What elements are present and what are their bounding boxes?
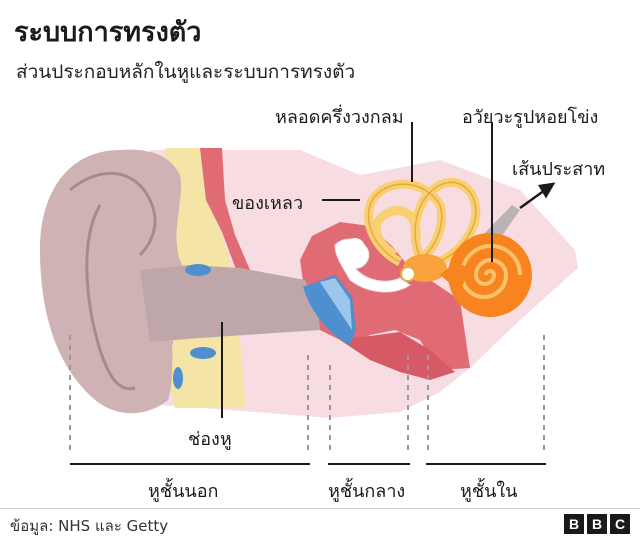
section-label-middle-ear: หูชั้นกลาง — [328, 481, 406, 502]
label-fluid: ของเหลว — [232, 193, 304, 214]
label-semicircular-canals: หลอดครึ่งวงกลม — [275, 107, 404, 128]
label-nerve: เส้นประสาท — [512, 159, 606, 180]
lower-cartilage — [172, 340, 230, 400]
section-label-inner-ear: หูชั้นใน — [460, 481, 518, 502]
gland-dot-lower — [190, 347, 216, 359]
section-dividers — [69, 335, 545, 455]
red-tissue — [200, 148, 250, 280]
bbc-logo-letter: C — [610, 514, 630, 534]
pinna-inner — [85, 204, 136, 391]
ossicle-head — [345, 238, 365, 258]
cochlea-spiral — [459, 244, 522, 299]
footer-divider — [0, 508, 640, 509]
label-ear-canal: ช่องหู — [188, 429, 232, 450]
page-subtitle: ส่วนประกอบหลักในหูและระบบการทรงตัว — [16, 61, 356, 83]
label-cochlea: อวัยวะรูปหอยโข่ง — [462, 107, 599, 128]
gland-dot-side — [173, 367, 183, 389]
nerve-arrow — [519, 182, 556, 210]
gland-dot-upper — [185, 264, 211, 276]
eardrum-highlight — [320, 278, 352, 330]
bbc-logo-letter: B — [587, 514, 607, 534]
leader-lines — [221, 122, 493, 418]
page-title: ระบบการทรงตัว — [14, 17, 202, 48]
middle-ear-lower — [340, 332, 455, 380]
bbc-logo-letter: B — [564, 514, 584, 534]
cochlea-base — [440, 262, 470, 292]
bbc-logo: B B C — [564, 514, 630, 534]
pinna-fold — [69, 171, 157, 257]
outer-ear-pinna — [40, 149, 186, 414]
section-label-outer-ear: หูชั้นนอก — [148, 481, 219, 502]
oval-window — [400, 266, 416, 282]
source-credit: ข้อมูล: NHS และ Getty — [10, 517, 169, 535]
ear-canal — [140, 265, 320, 342]
